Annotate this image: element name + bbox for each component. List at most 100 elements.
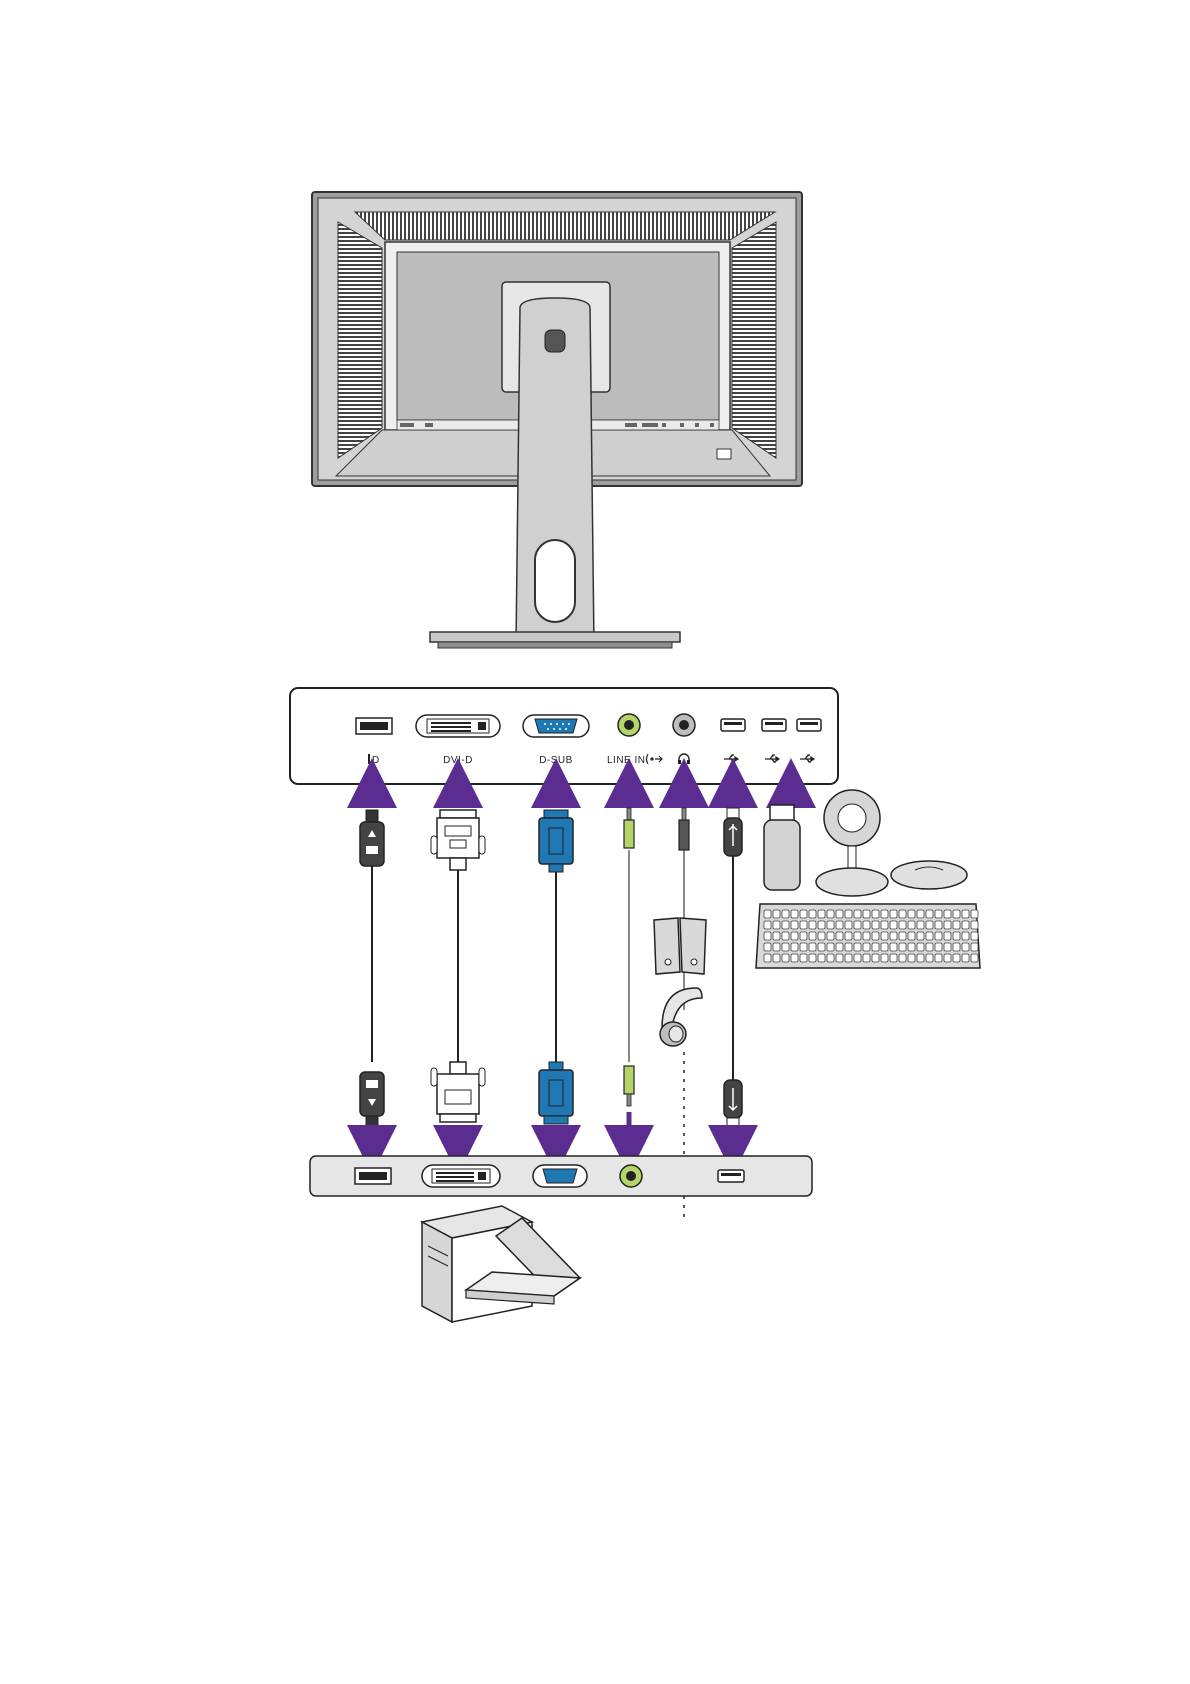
flash-drive-icon: [764, 805, 800, 890]
keyboard-key: [926, 921, 933, 929]
keyboard-key: [971, 954, 978, 962]
keyboard-key: [944, 954, 951, 962]
keyboard-key: [836, 943, 843, 951]
keyboard-key: [773, 910, 780, 918]
keyboard-key: [800, 910, 807, 918]
keyboard-key: [845, 910, 852, 918]
keyboard-key: [962, 943, 969, 951]
pc-line-out-jack: [620, 1165, 642, 1187]
keyboard-key: [926, 910, 933, 918]
keyboard-key: [953, 943, 960, 951]
keyboard-key: [872, 954, 879, 962]
keyboard-key: [773, 954, 780, 962]
keyboard-key: [953, 954, 960, 962]
keyboard-key: [908, 932, 915, 940]
keyboard-key: [827, 932, 834, 940]
monitor-displayport-port: [356, 718, 392, 734]
keyboard-key: [818, 943, 825, 951]
monitor-rear-view: [312, 192, 802, 648]
keyboard-key: [962, 910, 969, 918]
keyboard-key: [863, 954, 870, 962]
keyboard-key: [863, 932, 870, 940]
keyboard-key: [791, 932, 798, 940]
keyboard-key: [863, 943, 870, 951]
keyboard-key: [854, 943, 861, 951]
keyboard-key: [881, 943, 888, 951]
keyboard-key: [809, 932, 816, 940]
keyboard-key: [899, 921, 906, 929]
headphone-audio-cable: [679, 808, 689, 850]
mouse-icon: [891, 861, 967, 889]
keyboard-key: [782, 943, 789, 951]
keyboard-key: [773, 943, 780, 951]
keyboard-icon: [756, 904, 980, 968]
monitor-dvi-port: [416, 715, 500, 737]
keyboard-key: [845, 921, 852, 929]
keyboard-key: [908, 943, 915, 951]
keyboard-key: [818, 932, 825, 940]
keyboard-key: [917, 932, 924, 940]
keyboard-key: [791, 943, 798, 951]
keyboard-key: [782, 954, 789, 962]
keyboard-key: [908, 910, 915, 918]
keyboard-key: [764, 910, 771, 918]
displayport-icon: [368, 754, 370, 764]
keyboard-key: [944, 921, 951, 929]
keyboard-key: [962, 954, 969, 962]
keyboard-key: [818, 954, 825, 962]
keyboard-key: [800, 943, 807, 951]
keyboard-key: [863, 921, 870, 929]
keyboard-key: [773, 932, 780, 940]
keyboard-key: [899, 932, 906, 940]
keyboard-key: [764, 943, 771, 951]
keyboard-key: [944, 943, 951, 951]
keyboard-key: [854, 921, 861, 929]
keyboard-key: [845, 943, 852, 951]
keyboard-key: [908, 954, 915, 962]
keyboard-key: [854, 932, 861, 940]
kensington-lock-icon: [717, 449, 731, 459]
keyboard-key: [935, 954, 942, 962]
monitor-line-in-jack: [618, 714, 640, 736]
speakers-icon: [654, 918, 706, 974]
keyboard-key: [836, 910, 843, 918]
keyboard-key: [926, 932, 933, 940]
dsub-label: D-SUB: [539, 755, 573, 766]
pc-usb-port: [718, 1170, 744, 1182]
keyboard-key: [881, 910, 888, 918]
keyboard-key: [881, 954, 888, 962]
keyboard-key: [908, 921, 915, 929]
keyboard-key: [809, 943, 816, 951]
keyboard-key: [971, 932, 978, 940]
monitor-headphone-jack: [673, 714, 695, 736]
keyboard-key: [791, 921, 798, 929]
keyboard-key: [881, 921, 888, 929]
keyboard-key: [836, 932, 843, 940]
keyboard-key: [782, 910, 789, 918]
keyboard-key: [962, 921, 969, 929]
arrows-up: [372, 783, 791, 806]
keyboard-key: [809, 954, 816, 962]
keyboard-key: [944, 910, 951, 918]
keyboard-key: [872, 910, 879, 918]
keyboard-key: [962, 932, 969, 940]
webcam-icon: [816, 790, 888, 896]
keyboard-key: [926, 954, 933, 962]
keyboard-key: [953, 921, 960, 929]
monitor-vga-port: [523, 715, 589, 737]
keyboard-key: [827, 910, 834, 918]
keyboard-key: [926, 943, 933, 951]
keyboard-key: [935, 943, 942, 951]
keyboard-key: [791, 910, 798, 918]
keyboard-key: [890, 943, 897, 951]
keyboard-key: [809, 910, 816, 918]
keyboard-key: [935, 932, 942, 940]
keyboard-key: [764, 954, 771, 962]
pc-io-panel: [310, 1156, 812, 1196]
keyboard-key: [782, 921, 789, 929]
keyboard-key: [899, 910, 906, 918]
keyboard-key: [899, 943, 906, 951]
keyboard-key: [845, 954, 852, 962]
keyboard-key: [971, 921, 978, 929]
